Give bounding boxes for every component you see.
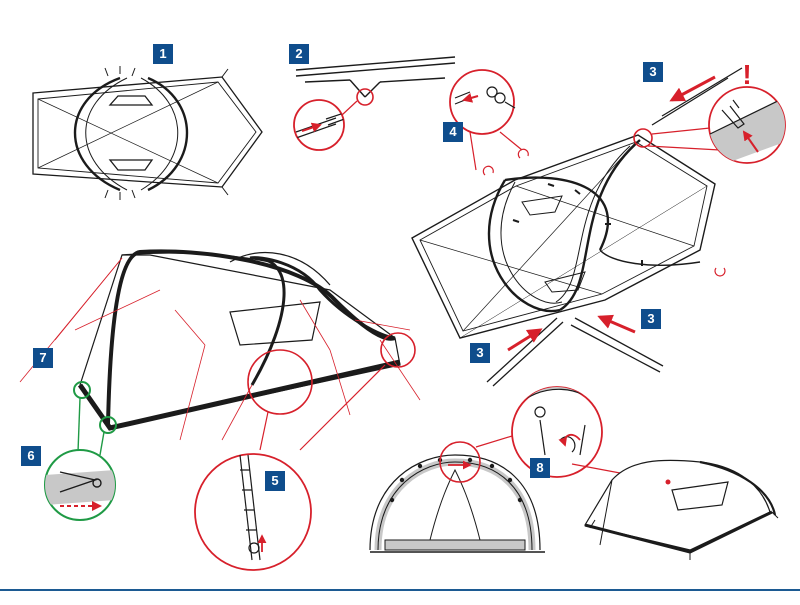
bottom-rule — [0, 589, 800, 591]
step-badge-4: 4 — [443, 122, 463, 142]
step-badge-8: 8 — [530, 458, 550, 478]
step-badge-3-right: 3 — [641, 309, 661, 329]
step-badge-2: 2 — [289, 44, 309, 64]
step3-detail-pole-tip — [708, 86, 786, 164]
step-badge-1: 1 — [153, 44, 173, 64]
step-badge-3-left: 3 — [470, 343, 490, 363]
step2-pole-sections — [295, 56, 456, 116]
step-badge-5: 5 — [265, 471, 285, 491]
step8-front-arch-view — [369, 431, 545, 553]
step3-loose-poles — [486, 67, 743, 387]
step2-detail-ferrule — [293, 99, 345, 151]
step1-tent-floor-plan — [32, 66, 263, 200]
step7-assembled-tent — [19, 249, 421, 456]
step-badge-3-top: 3 — [643, 62, 663, 82]
warning-exclamation: ! — [742, 59, 751, 90]
step3-red-arrows — [507, 75, 716, 352]
step6-detail-stake-loop — [44, 449, 116, 521]
step-badge-7: 7 — [33, 348, 53, 368]
warning-exclamation-mark: ! — [742, 59, 751, 90]
step5-detail-pole-clip — [194, 453, 312, 571]
step8-flysheet-tent — [584, 459, 779, 560]
step3-leader-lines — [633, 127, 721, 151]
step3-inner-tent-pitching — [411, 134, 716, 339]
step-badge-6: 6 — [21, 446, 41, 466]
step4-detail-ring-hook — [449, 69, 726, 277]
